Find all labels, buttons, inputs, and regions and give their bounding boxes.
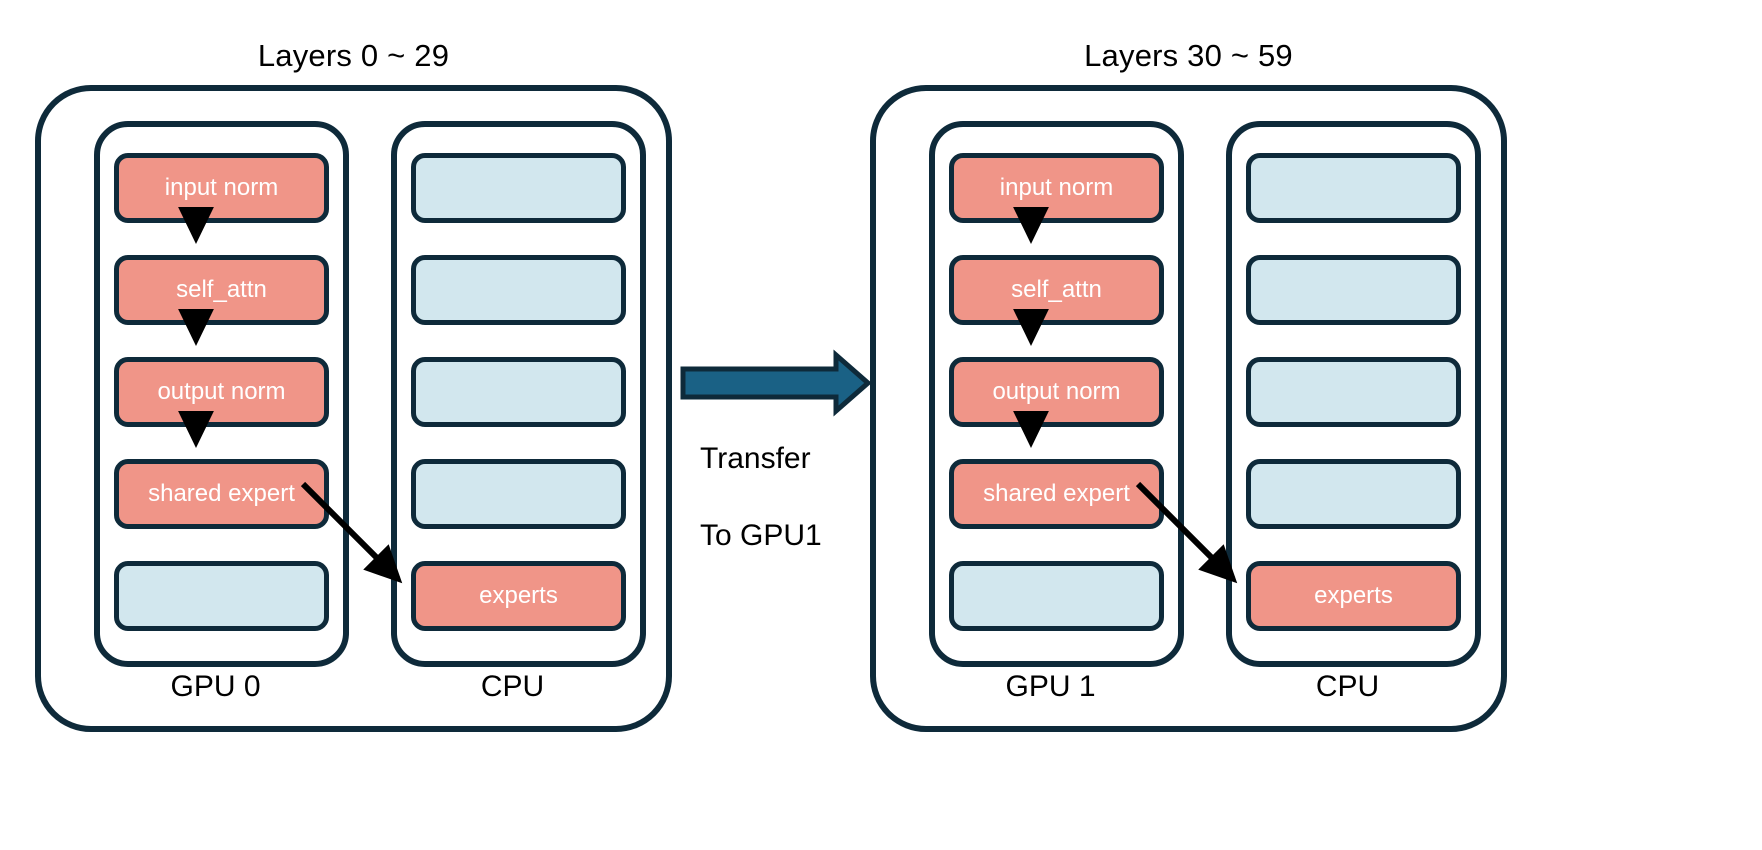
block-cpu-slot-4[interactable] — [1246, 459, 1461, 529]
transfer-label-line2: To GPU1 — [700, 519, 822, 553]
block-cpu-slot-1[interactable] — [411, 153, 626, 223]
block-shared-expert[interactable]: shared expert — [114, 459, 329, 529]
transfer-arrow-label: Transfer To GPU1 — [700, 402, 880, 594]
block-cpu-slot-3[interactable] — [1246, 357, 1461, 427]
group-title-right: Layers 30 ~ 59 — [1084, 38, 1293, 73]
block-output-norm[interactable]: output norm — [949, 357, 1164, 427]
group-title-left: Layers 0 ~ 29 — [257, 38, 450, 73]
block-cpu-slot-2[interactable] — [1246, 255, 1461, 325]
block-self-attn[interactable]: self_attn — [114, 255, 329, 325]
block-cpu-slot-3[interactable] — [411, 357, 626, 427]
gpu-column-right: input norm self_attn output norm shared … — [929, 121, 1184, 667]
device-group-left: input norm self_attn output norm shared … — [35, 85, 672, 732]
cpu-column-right: experts — [1226, 121, 1481, 667]
device-group-right: input norm self_attn output norm shared … — [870, 85, 1507, 732]
block-self-attn[interactable]: self_attn — [949, 255, 1164, 325]
block-experts[interactable]: experts — [411, 561, 626, 631]
block-gpu-empty-slot[interactable] — [114, 561, 329, 631]
block-shared-expert[interactable]: shared expert — [949, 459, 1164, 529]
block-input-norm[interactable]: input norm — [949, 153, 1164, 223]
block-cpu-slot-1[interactable] — [1246, 153, 1461, 223]
gpu-column-left: input norm self_attn output norm shared … — [94, 121, 349, 667]
cpu-column-left: experts — [391, 121, 646, 667]
block-output-norm[interactable]: output norm — [114, 357, 329, 427]
block-cpu-slot-2[interactable] — [411, 255, 626, 325]
device-label-gpu0: GPU 0 — [170, 670, 261, 703]
block-input-norm[interactable]: input norm — [114, 153, 329, 223]
block-cpu-slot-4[interactable] — [411, 459, 626, 529]
device-label-cpu-left: CPU — [480, 670, 545, 703]
device-label-gpu1: GPU 1 — [1005, 670, 1096, 703]
block-experts[interactable]: experts — [1246, 561, 1461, 631]
device-label-cpu-right: CPU — [1315, 670, 1380, 703]
block-gpu-empty-slot[interactable] — [949, 561, 1164, 631]
transfer-label-line1: Transfer — [700, 442, 811, 476]
